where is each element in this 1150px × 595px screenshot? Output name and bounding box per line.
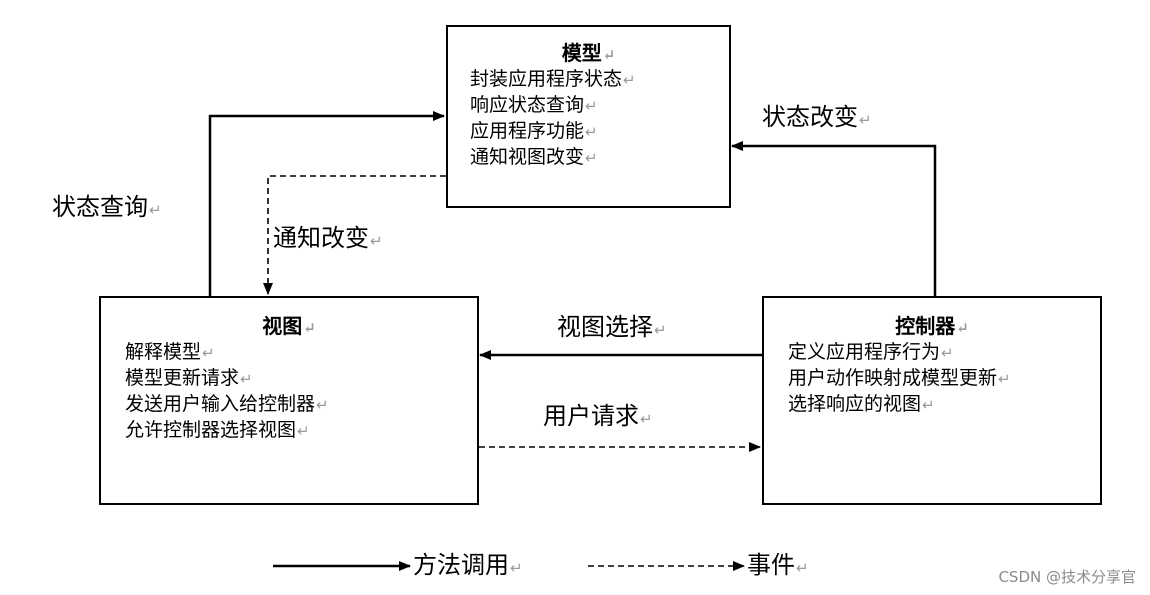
view-box: 视图↵ 解释模型↵ 模型更新请求↵ 发送用户输入给控制器↵ 允许控制器选择视图↵: [99, 296, 479, 505]
state-change-label: 状态改变↵: [762, 103, 872, 131]
controller-box: 控制器↵ 定义应用程序行为↵ 用户动作映射成模型更新↵ 选择响应的视图↵: [762, 296, 1102, 505]
model-title: 模型↵: [561, 41, 616, 65]
view-line: 解释模型↵: [125, 341, 215, 363]
controller-line: 选择响应的视图↵: [788, 393, 935, 415]
state-query-label: 状态查询↵: [52, 193, 162, 221]
controller-title: 控制器↵: [895, 314, 969, 338]
controller-line: 用户动作映射成模型更新↵: [788, 367, 1011, 389]
controller-line: 定义应用程序行为↵: [788, 341, 954, 363]
model-line: 封装应用程序状态↵: [470, 68, 636, 90]
model-line: 应用程序功能↵: [470, 120, 598, 142]
legend-method-call-label: 方法调用↵: [413, 551, 523, 579]
state-query-arrow: [208, 111, 445, 296]
view-line: 发送用户输入给控制器↵: [125, 393, 329, 415]
model-box: 模型↵ 封装应用程序状态↵ 响应状态查询↵ 应用程序功能↵ 通知视图改变↵: [446, 25, 731, 208]
user-request-label: 用户请求↵: [543, 402, 653, 430]
model-line: 通知视图改变↵: [470, 146, 598, 168]
state-change-arrow: [731, 141, 937, 296]
notify-change-label: 通知改变↵: [273, 224, 383, 252]
model-line: 响应状态查询↵: [470, 94, 598, 116]
view-line: 模型更新请求↵: [125, 367, 253, 389]
view-title: 视图↵: [262, 314, 316, 338]
view-line: 允许控制器选择视图↵: [125, 419, 310, 441]
view-select-label: 视图选择↵: [557, 313, 667, 341]
legend-event-label: 事件↵: [747, 551, 809, 579]
watermark: CSDN @技术分享官: [998, 568, 1136, 586]
